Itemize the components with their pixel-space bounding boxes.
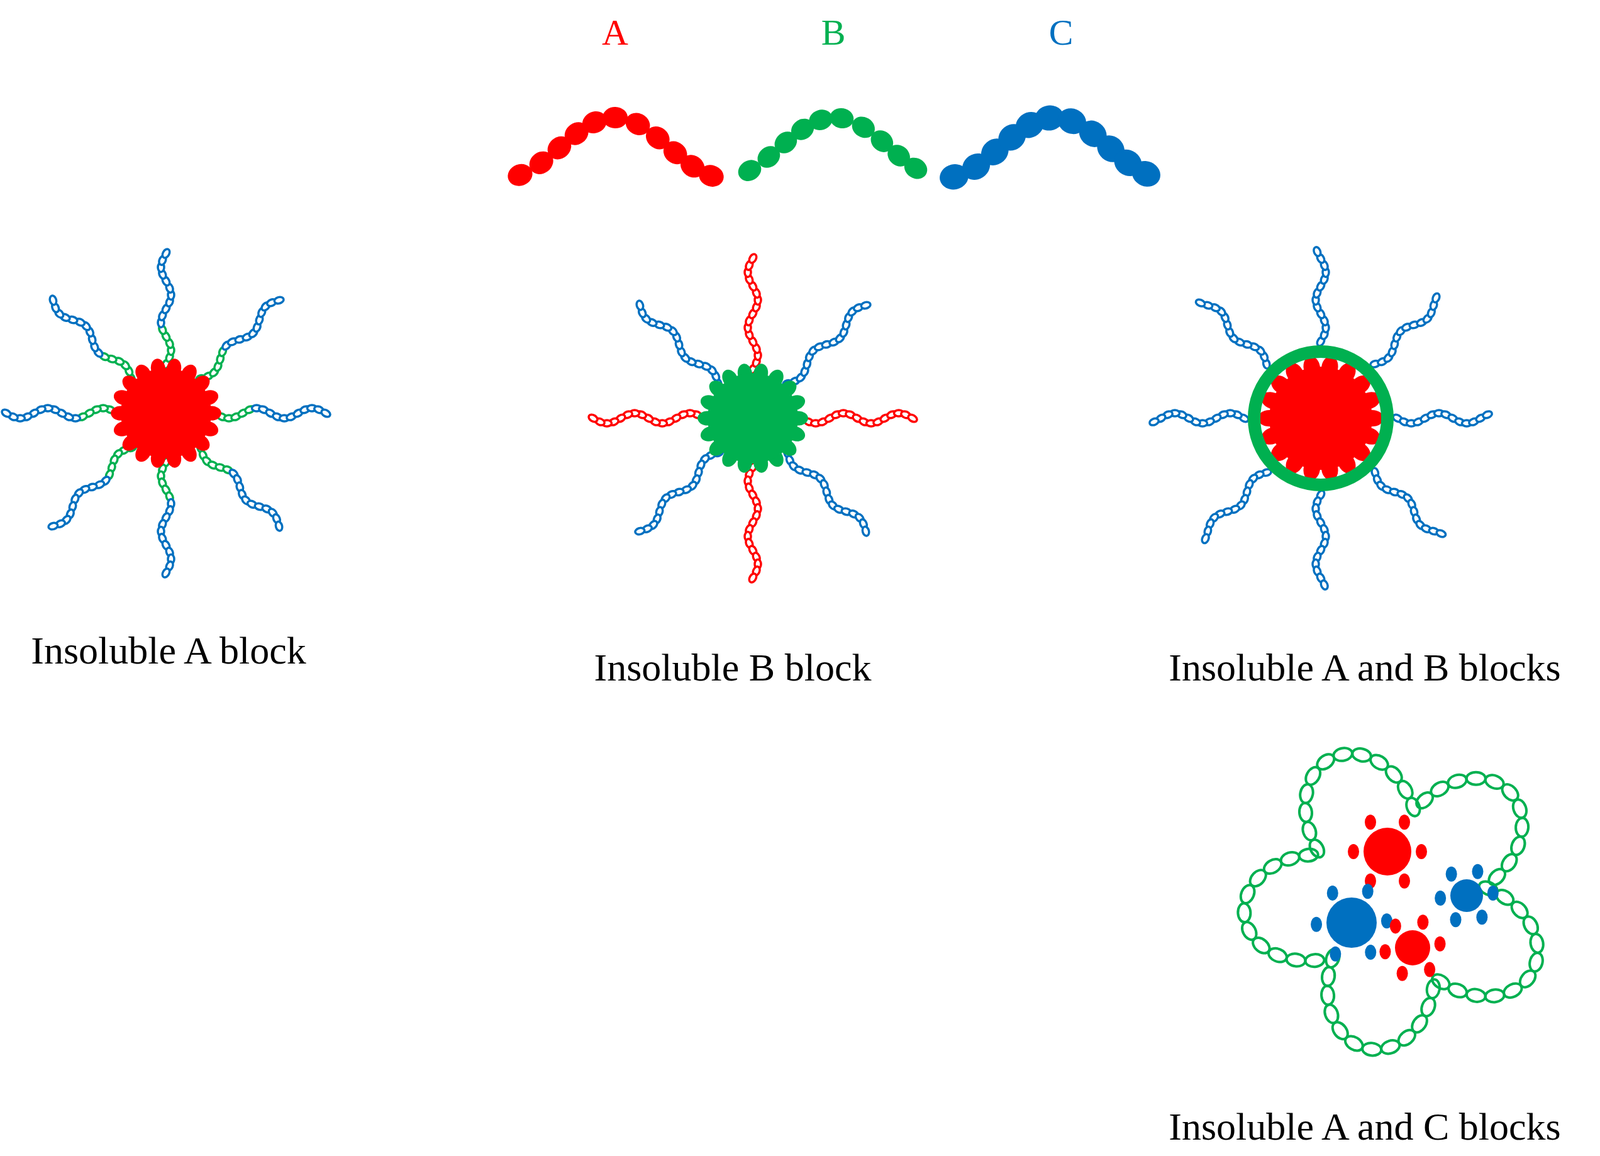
arm-bead — [634, 527, 646, 536]
micelle-ab-core — [1148, 245, 1494, 591]
loop-bead — [1237, 903, 1251, 923]
arm-bead — [320, 408, 332, 419]
loop-bead — [1320, 966, 1336, 987]
loop-bead — [1298, 802, 1313, 823]
b-shell-ring — [1254, 351, 1388, 485]
chain-bead — [900, 153, 931, 184]
loop-bead — [1285, 952, 1306, 968]
micelle-core — [1269, 366, 1373, 470]
domain-dot — [1471, 864, 1484, 880]
loop-bead — [1249, 934, 1273, 957]
arm-bead — [274, 520, 284, 532]
triblock-chain — [504, 103, 1165, 193]
micelle-core — [120, 367, 212, 459]
chain-bead — [696, 161, 727, 190]
arm-bead — [161, 247, 172, 260]
loop-bead — [1350, 746, 1373, 763]
arm-bead — [587, 413, 599, 424]
loop-bead — [1515, 817, 1529, 838]
micelle-caption: Insoluble B block — [594, 645, 872, 690]
block-letter: B — [821, 11, 846, 55]
loop-bead — [1379, 1037, 1402, 1056]
arm-bead — [906, 413, 919, 424]
domain-dot — [1362, 883, 1374, 899]
insoluble-domain — [1363, 827, 1412, 876]
micelle-caption: Insoluble A block — [30, 628, 306, 673]
loop-bead — [1332, 746, 1354, 763]
domain-dot — [1434, 890, 1446, 906]
arm-bead — [860, 301, 872, 311]
domain-dot — [1398, 873, 1411, 889]
domain-dot — [1310, 916, 1323, 933]
insoluble-domain — [1394, 930, 1431, 966]
arm-bead — [273, 296, 285, 306]
loop-bead — [1465, 988, 1487, 1004]
domain-dot — [1364, 944, 1377, 960]
loop-bead — [1425, 978, 1442, 1000]
block-letter: A — [601, 11, 629, 55]
loop-bead — [1466, 772, 1486, 785]
block-letter: C — [1049, 11, 1074, 55]
chain-bead — [1127, 156, 1165, 192]
loop-bead — [1361, 1042, 1382, 1057]
loop-bead — [1485, 866, 1508, 889]
domain-dot — [1364, 814, 1377, 830]
insoluble-domain — [1450, 879, 1484, 912]
domain-dot — [1476, 909, 1488, 925]
loop-bead — [1300, 820, 1319, 843]
loop-bead — [1510, 797, 1529, 820]
arm-bead — [1431, 292, 1441, 304]
flower-micelle — [1237, 746, 1545, 1057]
arm-bead — [1148, 416, 1160, 427]
arm-bead — [1435, 528, 1448, 539]
micelle-caption: Insoluble A and C blocks — [1168, 1104, 1561, 1150]
arm-bead — [1481, 410, 1494, 420]
arm-bead — [161, 567, 172, 579]
arm-bead — [47, 522, 59, 531]
domain-dot — [1398, 814, 1411, 830]
loop-bead — [1320, 985, 1335, 1006]
arm-bead — [1319, 579, 1329, 591]
loop-bead — [1298, 783, 1315, 804]
domain-dot — [1389, 918, 1402, 934]
loop-bead — [1322, 1003, 1341, 1026]
micelle-a-core — [0, 247, 332, 579]
micelle-caption: Insoluble A and B blocks — [1168, 645, 1561, 690]
domain-dot — [1434, 936, 1446, 952]
arm-bead — [1200, 533, 1211, 545]
micelle-core — [707, 372, 799, 464]
loop-bead — [1528, 932, 1545, 954]
arm-bead — [747, 252, 758, 265]
domain-dot — [1445, 866, 1458, 882]
arm-bead — [49, 294, 58, 306]
domain-dot — [1327, 885, 1339, 901]
arm-bead — [0, 408, 12, 419]
domain-dot — [1416, 914, 1429, 930]
chain-bead — [602, 106, 629, 129]
domain-dot — [1450, 911, 1462, 928]
domain-dot — [1396, 966, 1409, 982]
arm-bead — [747, 572, 758, 584]
domain-dot — [1347, 844, 1360, 860]
micelle-b-core — [587, 252, 919, 584]
loop-bead — [1446, 772, 1469, 790]
chain-bead — [828, 106, 856, 131]
domain-dot — [1423, 962, 1436, 978]
insoluble-domain — [1326, 897, 1377, 948]
loop-bead — [1247, 866, 1270, 890]
arm-bead — [635, 300, 645, 311]
domain-dot — [1487, 885, 1499, 901]
arm-bead — [1312, 245, 1323, 258]
domain-dot — [1329, 946, 1341, 962]
arm-bead — [1194, 298, 1207, 308]
domain-dot — [1379, 944, 1391, 960]
loop-bead — [1305, 953, 1325, 968]
loop-bead — [1484, 988, 1506, 1004]
loop-bead — [1279, 849, 1302, 868]
domain-dot — [1415, 844, 1428, 860]
arm-bead — [861, 525, 871, 537]
